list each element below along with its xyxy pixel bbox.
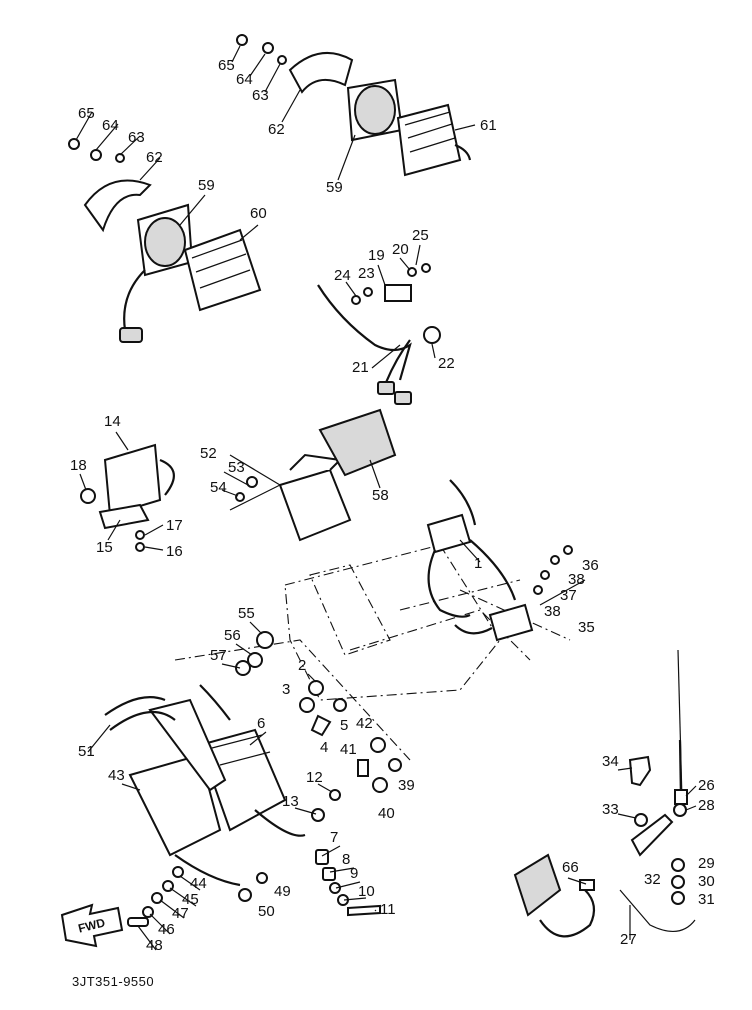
callout-label: 4 <box>320 739 328 756</box>
callout-label: 47 <box>172 905 189 922</box>
cable-harness-21 <box>317 263 441 405</box>
callout-label: 21 <box>352 359 369 376</box>
callout-label: 66 <box>562 859 579 876</box>
hardware-44-50 <box>127 866 268 927</box>
callout-label: 34 <box>602 753 619 770</box>
callout-label: 11 <box>380 901 396 918</box>
callout-label: 1 <box>474 555 482 572</box>
control-unit-14 <box>80 443 175 552</box>
fasteners-35-38 <box>533 545 586 606</box>
callout-label: 9 <box>350 865 358 882</box>
callout-label: 55 <box>238 605 255 622</box>
callout-label: 8 <box>342 851 350 868</box>
callout-label: 35 <box>578 619 595 636</box>
callout-label: 44 <box>190 875 207 892</box>
callout-label: 29 <box>698 855 715 872</box>
callout-label: 42 <box>356 715 373 732</box>
callout-label: 65 <box>218 57 235 74</box>
bracket-box-52-58 <box>229 408 397 542</box>
callout-label: 64 <box>236 71 253 88</box>
callout-label: 14 <box>104 413 121 430</box>
callout-label: 49 <box>274 883 291 900</box>
callout-label: 3 <box>282 681 290 698</box>
callout-label: 10 <box>358 883 375 900</box>
callout-label: 38 <box>544 603 561 620</box>
callout-label: 13 <box>282 793 299 810</box>
callout-label: 25 <box>412 227 429 244</box>
callout-label: 28 <box>698 797 715 814</box>
callout-label: 37 <box>560 587 577 604</box>
module-66 <box>513 853 596 938</box>
speaker-assembly-left <box>68 138 262 343</box>
callout-label: 22 <box>438 355 455 372</box>
callout-label: 51 <box>78 743 95 760</box>
callout-label: 62 <box>146 149 163 166</box>
radio-units-6-43 <box>104 684 306 887</box>
antenna-assembly <box>619 649 696 932</box>
callout-label: 61 <box>480 117 497 134</box>
hardware-center <box>235 631 402 793</box>
callout-label: 60 <box>250 205 267 222</box>
callout-label: 62 <box>268 121 285 138</box>
hardware-7-13 <box>311 789 381 917</box>
leader-lines <box>75 45 697 951</box>
callout-label: 59 <box>326 179 343 196</box>
callout-label: 7 <box>330 829 338 846</box>
callout-label: 19 <box>368 247 385 264</box>
callout-label: 45 <box>182 891 199 908</box>
callout-label: 23 <box>358 265 375 282</box>
callout-label: 31 <box>698 891 715 908</box>
forward-arrow <box>60 903 124 948</box>
callout-label: 2 <box>298 657 306 674</box>
callout-label: 58 <box>372 487 389 504</box>
callout-label: 64 <box>102 117 119 134</box>
callout-label: 41 <box>340 741 357 758</box>
callout-label: 30 <box>698 873 715 890</box>
callout-label: 36 <box>582 557 599 574</box>
callout-label: 20 <box>392 241 409 258</box>
callout-label: 18 <box>70 457 87 474</box>
callout-label: 32 <box>644 871 661 888</box>
callout-label: 6 <box>257 715 265 732</box>
callout-label: 59 <box>198 177 215 194</box>
callout-label: 39 <box>398 777 415 794</box>
callout-label: 63 <box>128 129 145 146</box>
diagram-code: 3JT351-9550 <box>72 974 154 989</box>
callout-label: 43 <box>108 767 125 784</box>
callout-label: 53 <box>228 459 245 476</box>
speaker-assembly-right <box>236 34 472 177</box>
callout-label: 50 <box>258 903 275 920</box>
callout-label: 54 <box>210 479 227 496</box>
callout-label: 57 <box>210 647 227 664</box>
callout-label: 26 <box>698 777 715 794</box>
callout-label: 17 <box>166 517 183 534</box>
callout-label: 38 <box>568 571 585 588</box>
fwd-label: FWD <box>77 915 107 935</box>
callout-label: 15 <box>96 539 113 556</box>
callout-label: 65 <box>78 105 95 122</box>
callout-label: 63 <box>252 87 269 104</box>
callout-labels: 65 64 63 62 61 59 65 64 63 62 59 60 25 2… <box>70 57 715 954</box>
callout-label: 33 <box>602 801 619 818</box>
callout-label: 24 <box>334 267 351 284</box>
callout-label: 40 <box>378 805 395 822</box>
callout-label: 27 <box>620 931 637 948</box>
relay-1 <box>426 479 534 642</box>
callout-label: 12 <box>306 769 323 786</box>
callout-label: 5 <box>340 717 348 734</box>
callout-label: 52 <box>200 445 217 462</box>
callout-label: 16 <box>166 543 183 560</box>
callout-label: 56 <box>224 627 241 644</box>
